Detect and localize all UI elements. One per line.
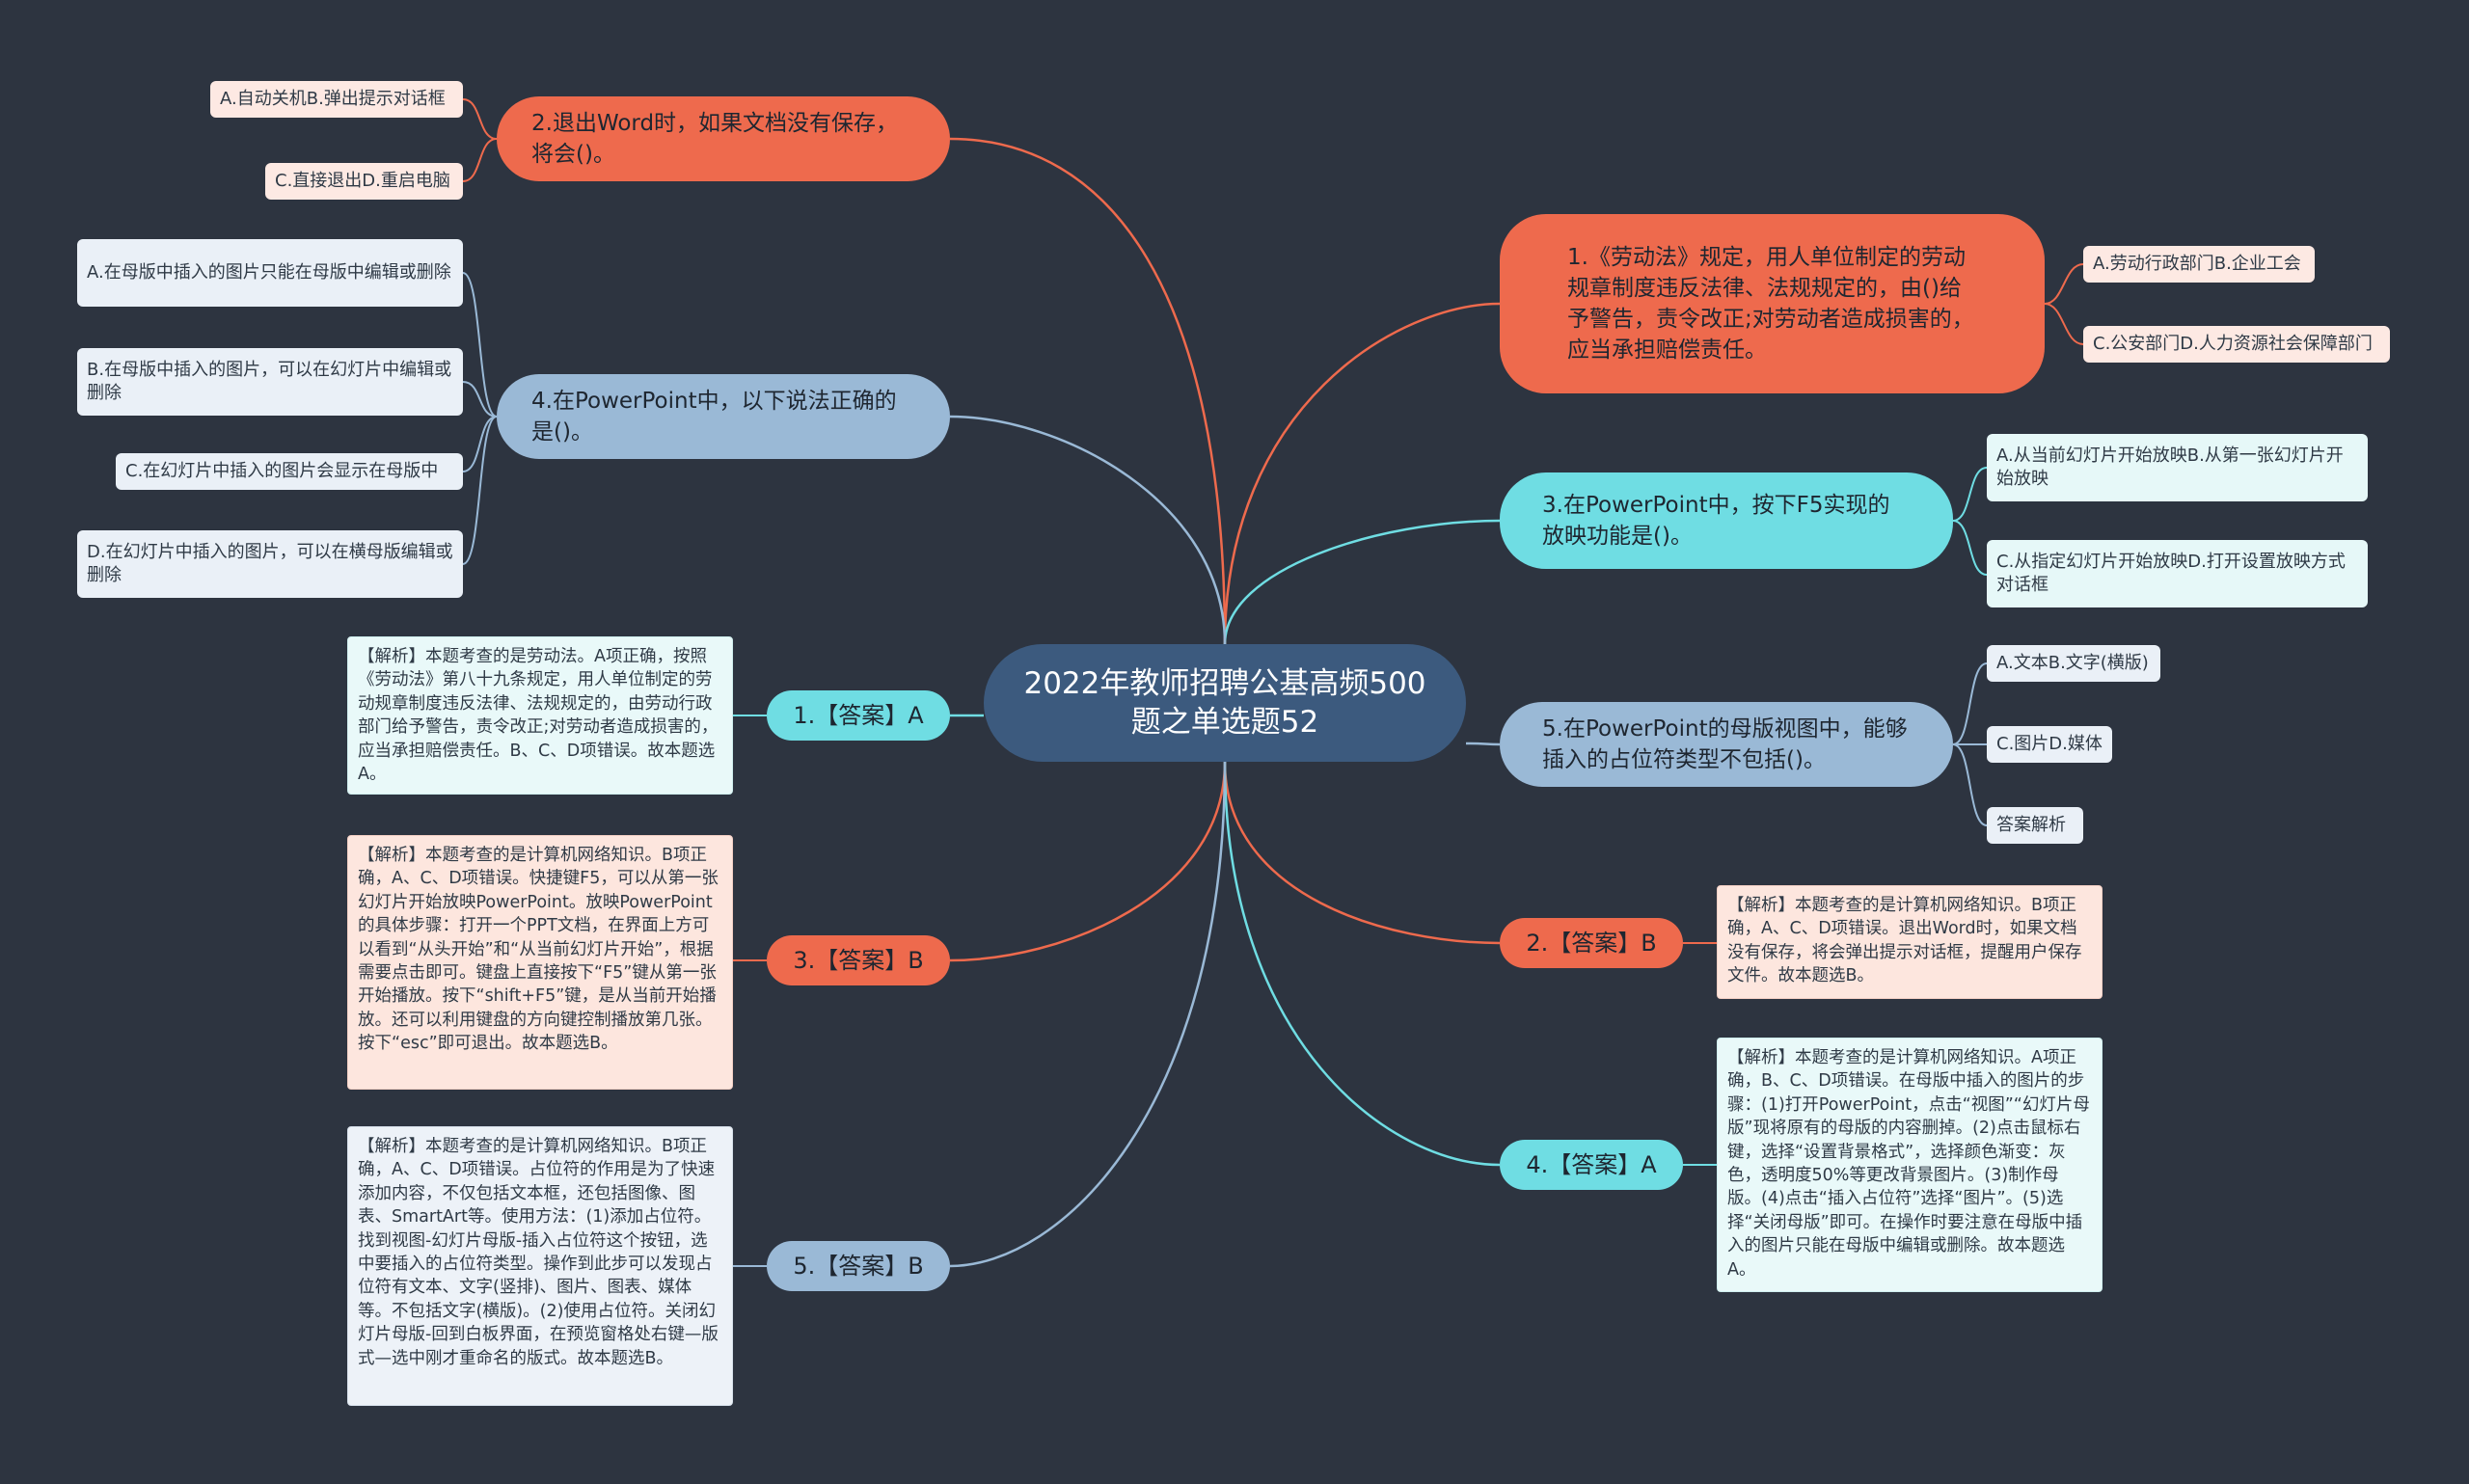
question-1-text: 1.《劳动法》规定，用人单位制定的劳动规章制度违反法律、法规规定的，由()给予警… [1567, 245, 1974, 363]
question-1-node[interactable]: 1.《劳动法》规定，用人单位制定的劳动规章制度违反法律、法规规定的，由()给予警… [1500, 214, 2045, 393]
answer-4-note: 【解析】本题考查的是计算机网络知识。A项正确，B、C、D项错误。在母版中插入的图… [1717, 1038, 2103, 1292]
answer-1-node[interactable]: 1.【答案】A [767, 690, 950, 741]
link-root-a4 [1223, 761, 1501, 1167]
answer-3-note: 【解析】本题考查的是计算机网络知识。B项正确，A、C、D项错误。快捷键F5，可以… [347, 835, 733, 1090]
question-4-option-c[interactable]: C.在幻灯片中插入的图片会显示在母版中 [116, 453, 463, 490]
question-2-option-2[interactable]: C.直接退出D.重启电脑 [265, 163, 463, 200]
question-4-option-b[interactable]: B.在母版中插入的图片，可以在幻灯片中编辑或删除 [77, 348, 463, 416]
question-3-node[interactable]: 3.在PowerPoint中，按下F5实现的放映功能是()。 [1500, 472, 1953, 569]
question-5-text: 5.在PowerPoint的母版视图中，能够插入的占位符类型不包括()。 [1542, 716, 1908, 772]
question-3-option-2[interactable]: C.从指定幻灯片开始放映D.打开设置放映方式对话框 [1987, 540, 2368, 607]
link-root-q2 [949, 137, 1227, 645]
link-root-a3 [949, 761, 1227, 962]
link-root-a5 [949, 761, 1227, 1268]
link-root-q1 [1223, 302, 1501, 645]
question-4-option-d[interactable]: D.在幻灯片中插入的图片，可以在横母版编辑或删除 [77, 530, 463, 598]
answer-5-node[interactable]: 5.【答案】B [767, 1241, 950, 1291]
question-2-node[interactable]: 2.退出Word时，如果文档没有保存，将会()。 [497, 96, 950, 181]
link-root-a2 [1223, 761, 1501, 945]
question-3-option-1[interactable]: A.从当前幻灯片开始放映B.从第一张幻灯片开始放映 [1987, 434, 2368, 501]
root-topic[interactable]: 2022年教师招聘公基高频500题之单选题52 [984, 644, 1466, 762]
question-2-text: 2.退出Word时，如果文档没有保存，将会()。 [531, 111, 899, 167]
answer-2-note: 【解析】本题考查的是计算机网络知识。B项正确，A、C、D项错误。退出Word时，… [1717, 885, 2103, 999]
question-5-option-1[interactable]: A.文本B.文字(横版) [1987, 645, 2160, 682]
answer-4-node[interactable]: 4.【答案】A [1500, 1140, 1683, 1190]
link-root-q4 [949, 415, 1227, 645]
answer-3-node[interactable]: 3.【答案】B [767, 935, 950, 985]
link-root-q3 [1223, 519, 1501, 645]
question-4-node[interactable]: 4.在PowerPoint中，以下说法正确的是()。 [497, 374, 950, 459]
answer-5-note: 【解析】本题考查的是计算机网络知识。B项正确，A、C、D项错误。占位符的作用是为… [347, 1126, 733, 1406]
question-4-option-a[interactable]: A.在母版中插入的图片只能在母版中编辑或删除 [77, 239, 463, 307]
question-4-text: 4.在PowerPoint中，以下说法正确的是()。 [531, 389, 897, 445]
answer-1-note: 【解析】本题考查的是劳动法。A项正确，按照《劳动法》第八十九条规定，用人单位制定… [347, 636, 733, 795]
question-5-node[interactable]: 5.在PowerPoint的母版视图中，能够插入的占位符类型不包括()。 [1500, 702, 1953, 787]
question-5-option-2[interactable]: C.图片D.媒体 [1987, 726, 2112, 763]
answer-2-node[interactable]: 2.【答案】B [1500, 918, 1683, 968]
question-1-option-2[interactable]: C.公安部门D.人力资源社会保障部门 [2083, 326, 2390, 363]
question-1-option-1[interactable]: A.劳动行政部门B.企业工会 [2083, 246, 2315, 283]
question-5-answer-link[interactable]: 答案解析 [1987, 807, 2083, 844]
question-3-text: 3.在PowerPoint中，按下F5实现的放映功能是()。 [1542, 493, 1890, 549]
root-title: 2022年教师招聘公基高频500题之单选题52 [1023, 666, 1426, 740]
link-root-q5 [1465, 742, 1501, 746]
question-2-option-1[interactable]: A.自动关机B.弹出提示对话框 [210, 81, 463, 118]
